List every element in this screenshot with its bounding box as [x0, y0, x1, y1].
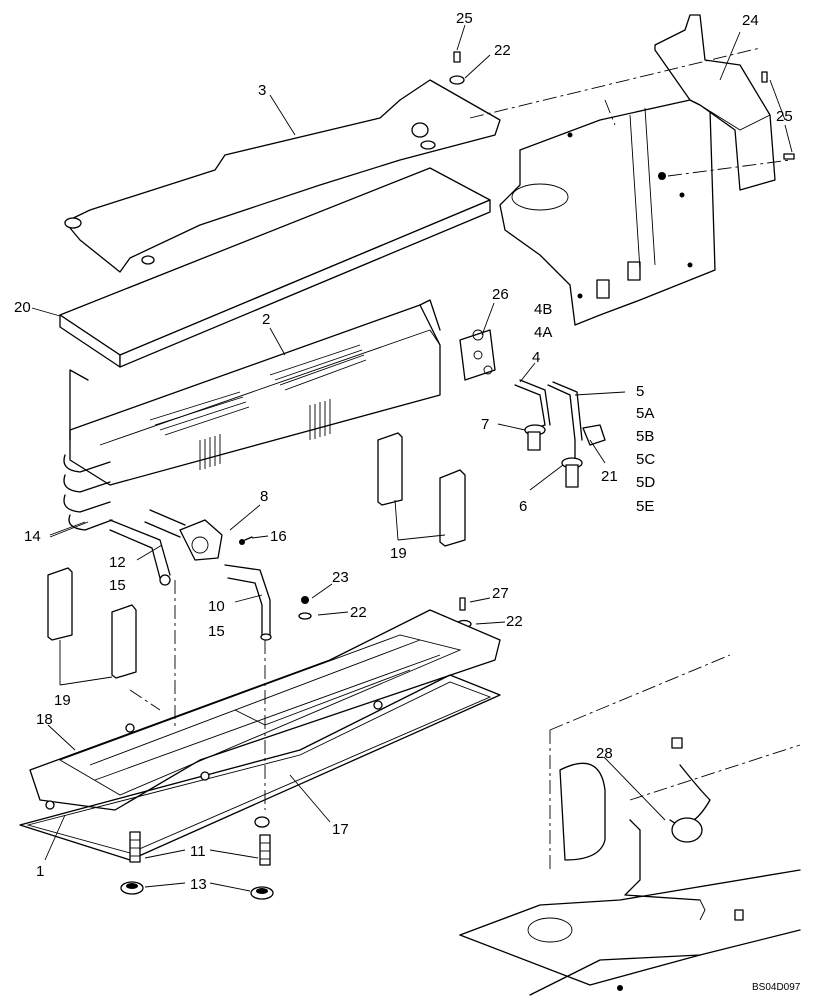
callout-label: 2: [262, 311, 270, 328]
callout-label: 22: [494, 42, 511, 59]
callout-label: 5A: [636, 405, 654, 422]
callout-label: 7: [481, 416, 489, 433]
ac-tubes: [514, 379, 606, 488]
callout-label: 8: [260, 488, 268, 505]
callout-label: 12: [109, 554, 126, 571]
heater-core-2: [63, 299, 441, 531]
callout-label: 5C: [636, 451, 655, 468]
callout-label: 28: [596, 745, 613, 762]
hoses-and-valve: [109, 509, 272, 641]
cab-floor: [459, 654, 801, 996]
expansion-valve-26: [459, 329, 496, 381]
callout-label: 13: [190, 876, 207, 893]
callout-label: 4B: [534, 301, 552, 318]
callout-label: 25: [456, 10, 473, 27]
callout-label: 19: [54, 692, 71, 709]
cab-wall-panel: [499, 99, 716, 326]
drain-fittings: [120, 816, 274, 900]
foam-blocks-19: [47, 432, 466, 679]
callout-label: 27: [492, 585, 509, 602]
filter-panel-20: [59, 167, 491, 368]
callout-label: 5D: [636, 474, 655, 491]
bracket-24: [654, 14, 776, 191]
callout-label: 11: [190, 843, 206, 860]
callout-label: 23: [332, 569, 349, 586]
callout-label: 3: [258, 82, 266, 99]
callout-label: 15: [208, 623, 225, 640]
drawing-code: BS04D097: [752, 982, 801, 993]
leader-lines: [31, 24, 793, 892]
callout-label: 5: [636, 383, 644, 400]
callout-label: 24: [742, 12, 759, 29]
callout-label: 21: [601, 468, 618, 485]
assembly-lines: [129, 47, 791, 810]
callout-label: 6: [519, 498, 527, 515]
callout-label: 20: [14, 299, 31, 316]
callout-label: 22: [350, 604, 367, 621]
callout-label: 19: [390, 545, 407, 562]
callout-label: 17: [332, 821, 349, 838]
callout-labels: 25 22 3 24 25 20 2 26 4B 4A 4 5 5A 5B 5C…: [14, 10, 801, 993]
callout-label: 25: [776, 108, 793, 125]
callout-label: 14: [24, 528, 41, 545]
callout-label: 4: [532, 349, 540, 366]
callout-label: 22: [506, 613, 523, 630]
callout-label: 4A: [534, 324, 552, 341]
callout-label: 5E: [636, 498, 654, 515]
callout-label: 5B: [636, 428, 654, 445]
callout-label: 1: [36, 863, 44, 880]
cover-panel-3: [64, 79, 501, 273]
callout-label: 26: [492, 286, 509, 303]
callout-label: 18: [36, 711, 53, 728]
callout-label: 16: [270, 528, 287, 545]
callout-label: 15: [109, 577, 126, 594]
callout-label: 10: [208, 598, 225, 615]
